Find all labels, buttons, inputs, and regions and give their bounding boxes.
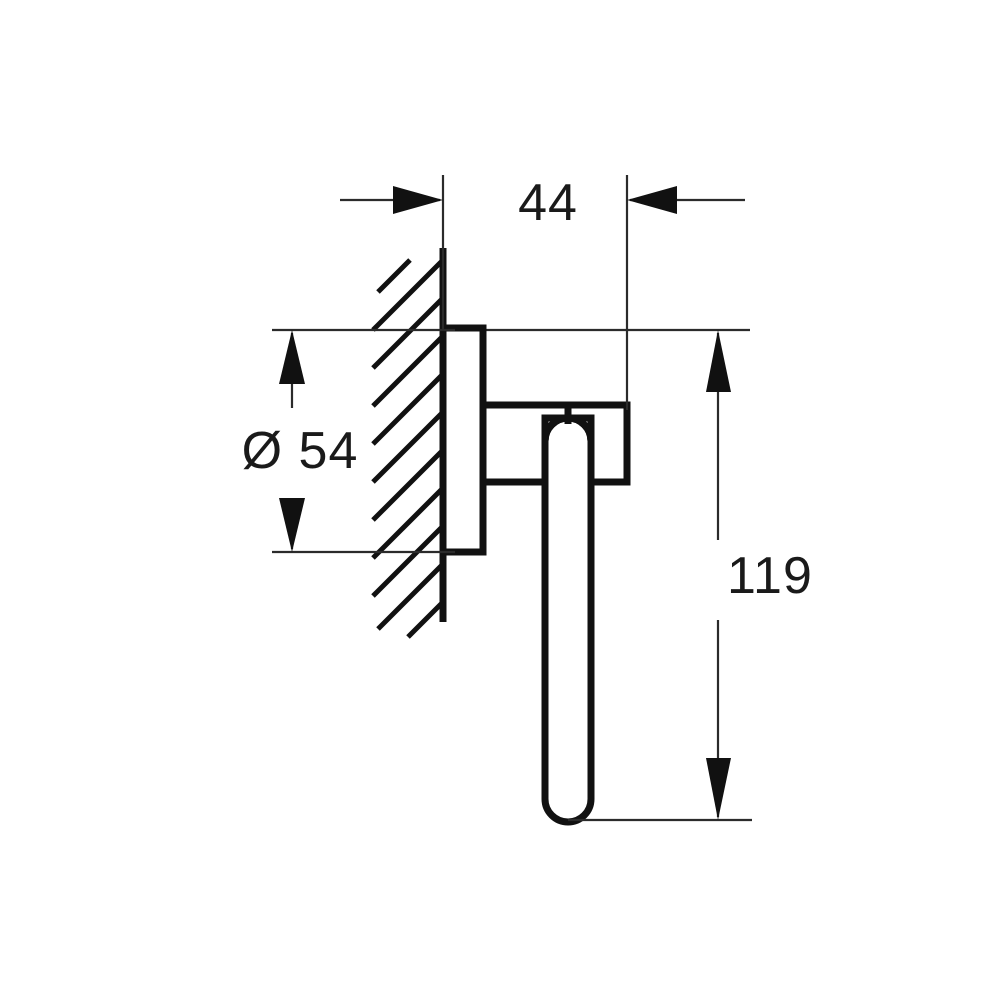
wall-plate [439,324,487,556]
bracket-tube-junction [541,406,595,448]
dimension-44: 44 [340,174,745,410]
dimension-119: 119 [706,330,813,820]
wall-hatching [371,258,445,639]
towel-ring-tube [541,414,595,826]
dimension-diameter-54: Ø 54 [242,328,455,554]
dimension-119-label: 119 [727,547,813,605]
dimension-44-label: 44 [518,174,578,232]
dimension-diameter-54-label: Ø 54 [242,422,359,480]
